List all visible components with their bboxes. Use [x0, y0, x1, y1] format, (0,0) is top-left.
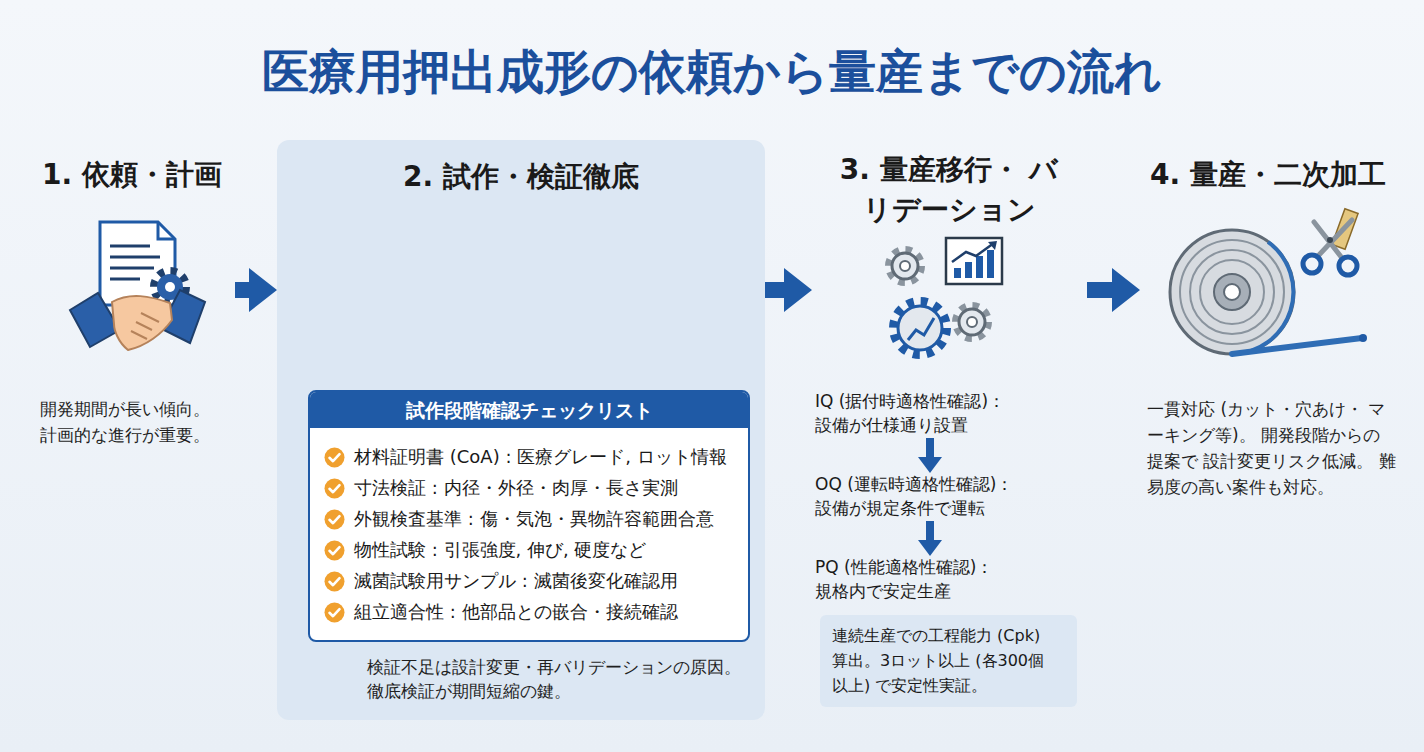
stage-column: 3. 量産移行・ バリデーション IQ (据付時適格性確認)：設備が仕様通り設置 O… [812, 140, 1087, 715]
check-icon [324, 478, 345, 499]
check-mark [330, 454, 340, 461]
check-mark [330, 578, 340, 585]
document-shape [100, 222, 175, 305]
gear-body [898, 306, 942, 350]
scissor-handle [1303, 255, 1321, 273]
step-detail: 規格内で安定生産 [815, 580, 951, 603]
chart-trend [952, 243, 994, 262]
finger-lines [131, 313, 159, 339]
flow-arrow [765, 268, 812, 312]
checklist-item: 滅菌試験用サンプル : 滅菌後変化確認用 [354, 569, 678, 593]
gear-hole [165, 282, 175, 292]
chart-bar [954, 268, 961, 278]
coil-scissors-icon [1170, 209, 1367, 354]
checklist-box: 試作段階確認チェックリスト材料証明書 (CoA) : 医療グレード, ロット情報… [308, 390, 750, 642]
stage-heading: 4. 量産・二次加工 [1150, 156, 1386, 194]
check-icon [324, 540, 345, 561]
gear-body [959, 309, 985, 335]
note-text: 連続生産での工程能力 (Cpk) 算出。3ロット以上 (各300個 以上) で安… [832, 623, 1054, 698]
chart-bar [965, 262, 972, 278]
scissor-handle [1339, 257, 1357, 275]
coil-hole [1224, 284, 1240, 300]
sleeve-right [160, 290, 205, 343]
qualification-step: PQ (性能適格性確認)：規格内で安定生産 [815, 556, 1080, 604]
document-fold [158, 222, 175, 239]
check-circle [325, 479, 345, 499]
sleeve-left [70, 293, 120, 347]
coil-ring [1200, 260, 1264, 324]
check-mark [330, 547, 340, 554]
check-circle [325, 541, 345, 561]
check-icon [324, 602, 345, 623]
gear-body [892, 253, 918, 279]
stage-heading: 1. 依頼・計画 [42, 156, 222, 194]
check-circle [325, 448, 345, 468]
stage-heading: 2. 試作・検証徹底 [277, 158, 765, 196]
checklist-item: 外観検査基準 : 傷・気泡・異物許容範囲合意 [354, 507, 714, 531]
gear-teeth [956, 306, 988, 338]
step-detail: 設備が仕様通り設置 [815, 414, 968, 437]
tube-end [1232, 338, 1362, 354]
checklist-title: 試作段階確認チェックリスト [310, 392, 748, 428]
check-icon [324, 571, 345, 592]
flow-arrow [918, 521, 942, 556]
scissor-pivot [1327, 237, 1333, 243]
ruler [1332, 209, 1358, 249]
note-box: 連続生産での工程能力 (Cpk) 算出。3ロット以上 (各300個 以上) で安… [820, 615, 1077, 707]
check-circle [325, 510, 345, 530]
check-circle [325, 603, 345, 623]
checklist-item: 材料証明書 (CoA) : 医療グレード, ロット情報 [354, 445, 727, 469]
step-title: PQ (性能適格性確認)： [815, 556, 993, 579]
flow-arrow [235, 268, 277, 312]
tube-tip [1359, 334, 1367, 342]
check-icon [324, 447, 345, 468]
chart-bar [976, 256, 983, 278]
hands [112, 296, 172, 350]
chart-panel [946, 238, 1002, 284]
qualification-step: OQ (運転時適格性確認)：設備が規定条件で運転 [815, 473, 1080, 521]
stage-column: 1. 依頼・計画開発期間が長い傾向。 計画的な進行が重要。 [30, 150, 235, 450]
warning-note: 検証不足は設計変更・再バリデーションの原因。 徹底検証が期間短縮の鍵。 [367, 655, 757, 703]
step-title: IQ (据付時適格性確認)： [815, 390, 1005, 413]
check-mark [330, 609, 340, 616]
scissor-blade [1318, 220, 1352, 256]
tube-wrap [1232, 242, 1293, 354]
check-icon [324, 509, 345, 530]
gears-chart-icon [889, 238, 1002, 354]
checklist-item: 物性試験 : 引張強度, 伸び, 硬度など [354, 538, 646, 562]
stage-description: 開発期間が長い傾向。 計画的な進行が重要。 [40, 396, 225, 448]
qualification-step: IQ (据付時適格性確認)：設備が仕様通り設置 [815, 390, 1080, 438]
coil-hub [1214, 274, 1250, 310]
flow-arrow [918, 438, 942, 473]
document-lines [110, 246, 160, 279]
check-circle [325, 572, 345, 592]
gear-body [157, 274, 183, 300]
diagram-title: 医療用押出成形の依頼から量産までの流れ [0, 44, 1424, 100]
chart-arrowhead [988, 241, 997, 250]
gear-mark [908, 318, 934, 340]
gear-teeth [889, 250, 921, 282]
gear-teeth [154, 271, 186, 303]
gear-teeth [894, 302, 946, 354]
stage-heading: 3. 量産移行・ バリデーション [834, 150, 1064, 230]
step-title: OQ (運転時適格性確認)： [815, 473, 1013, 496]
handshake-icon [70, 222, 205, 350]
coil-outer [1170, 230, 1294, 354]
check-mark [330, 485, 340, 492]
stage-column: 4. 量産・二次加工一貫対応 (カット・穴あけ・ マーキング等)。 開発段階から… [1140, 150, 1410, 530]
chart-bar [987, 250, 994, 278]
coil-ring [1180, 240, 1284, 344]
scissor-blade [1314, 222, 1342, 258]
checklist-item: 寸法検証 : 内径・外径・肉厚・長さ実測 [354, 476, 678, 500]
check-mark [330, 516, 340, 523]
checklist-item: 組立適合性 : 他部品との嵌合・接続確認 [354, 600, 678, 624]
stage-description: 一貫対応 (カット・穴あけ・ マーキング等)。 開発段階からの提案で 設計変更リ… [1147, 396, 1397, 500]
step-detail: 設備が規定条件で運転 [815, 497, 985, 520]
gear-hole [967, 317, 977, 327]
gear-hole [900, 261, 910, 271]
coil-ring [1190, 250, 1274, 334]
flow-arrow [1087, 268, 1140, 312]
stage-panel: 2. 試作・検証徹底検証不足は設計変更・再バリデーションの原因。 徹底検証が期間… [277, 140, 765, 720]
